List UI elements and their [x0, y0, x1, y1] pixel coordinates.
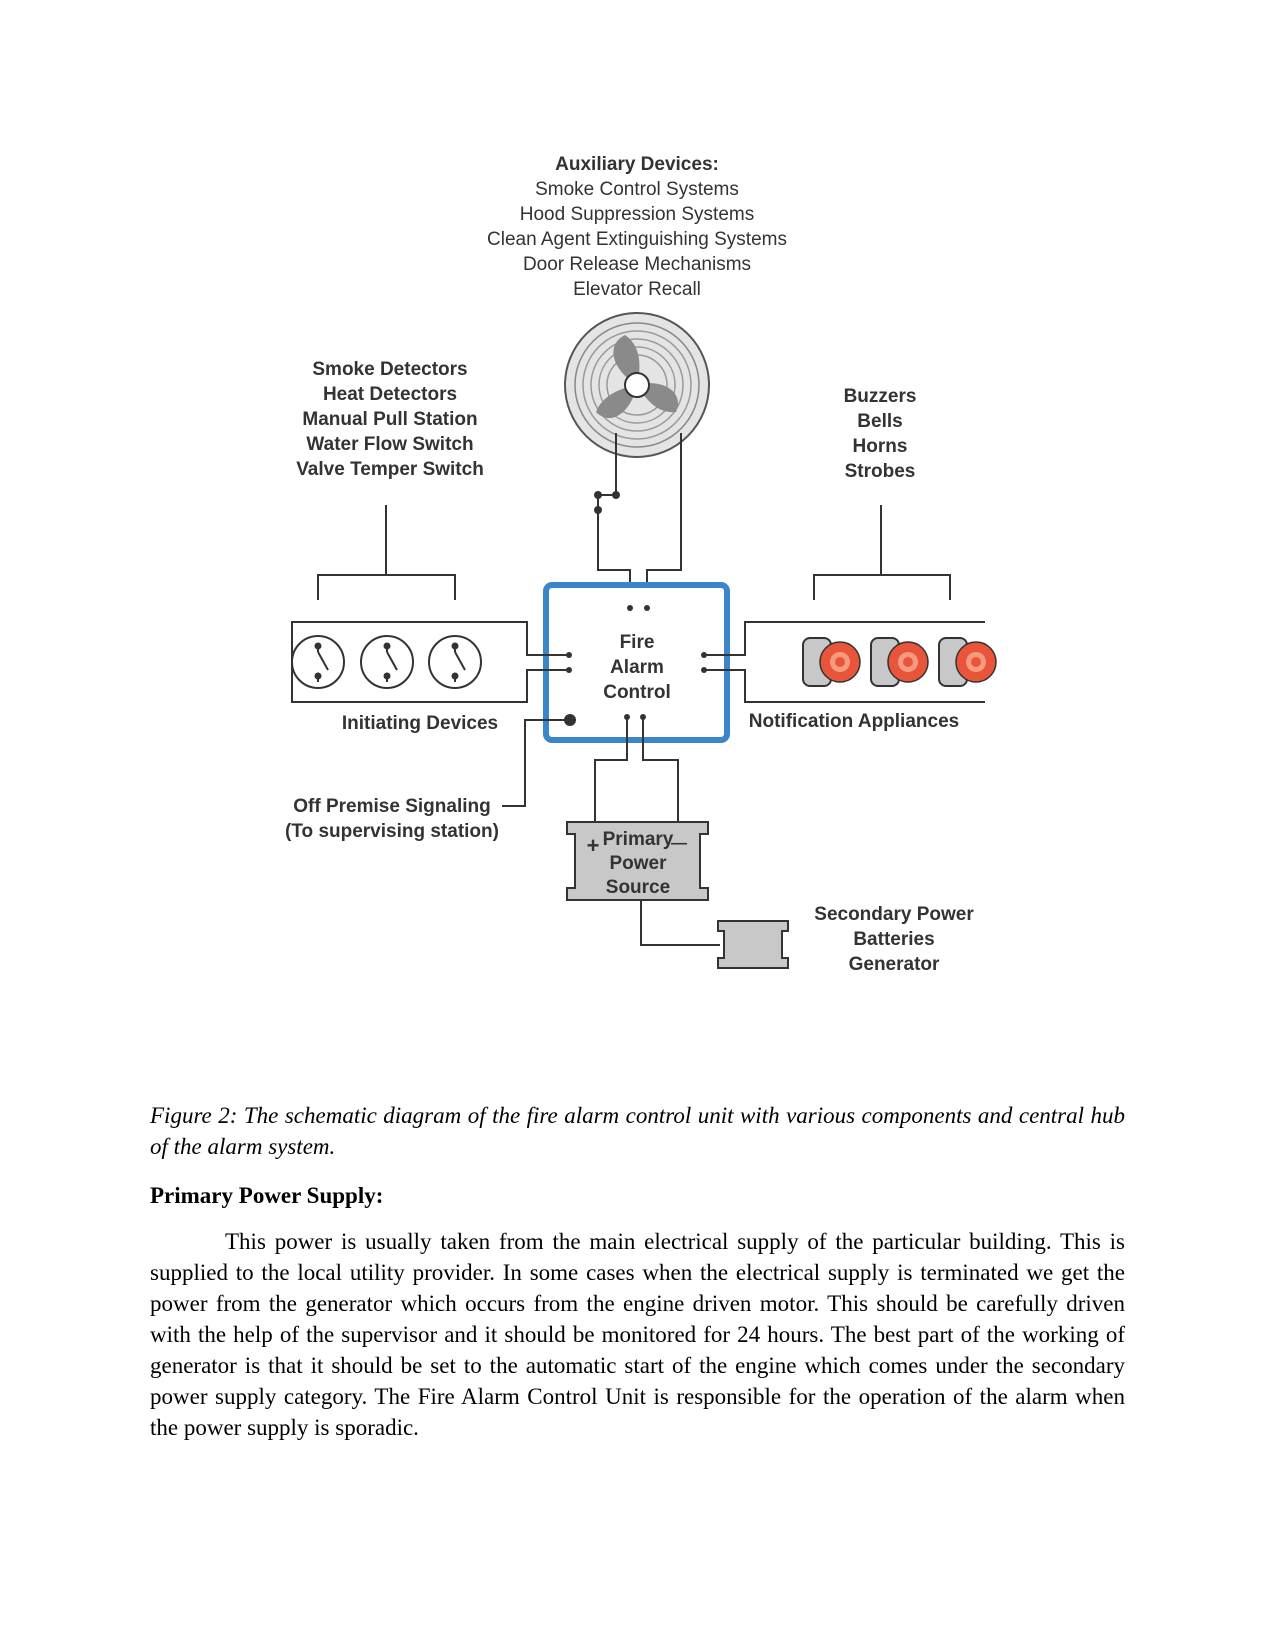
- strobe-horn-icon: [938, 637, 997, 687]
- detector-type: Manual Pull Station: [302, 409, 477, 430]
- primary-power-label-line: Power: [609, 853, 667, 874]
- auxiliary-item: Hood Suppression Systems: [520, 204, 754, 225]
- initiating-devices-label: Initiating Devices: [342, 713, 498, 734]
- initiating-device-switch-icon: [360, 635, 414, 689]
- notification-type: Bells: [857, 411, 902, 432]
- initiating-device-switch-icon: [291, 635, 345, 689]
- primary-power-source: + — Primary Power Source: [566, 821, 709, 901]
- notification-appliances-label: Notification Appliances: [749, 711, 959, 732]
- strobe-horn-icon: [802, 637, 861, 687]
- auxiliary-item: Elevator Recall: [573, 279, 701, 300]
- auxiliary-item: Smoke Control Systems: [535, 179, 739, 200]
- initiating-devices: [291, 621, 569, 703]
- initiating-device-switch-icon: [428, 635, 482, 689]
- auxiliary-item: Clean Agent Extinguishing Systems: [487, 229, 787, 250]
- plus-terminal-symbol: +: [587, 833, 600, 858]
- secondary-power-label: Secondary Power: [814, 904, 974, 925]
- primary-power-wires: [594, 717, 679, 825]
- control-label-line: Alarm: [610, 657, 664, 678]
- exhaust-fan-icon: [564, 312, 710, 458]
- secondary-power-label: Generator: [849, 954, 940, 975]
- detector-type: Valve Temper Switch: [296, 459, 484, 480]
- strobe-horn-icon: [870, 637, 929, 687]
- primary-power-label-line: Source: [606, 877, 670, 898]
- auxiliary-item: Door Release Mechanisms: [523, 254, 751, 275]
- notification-type: Strobes: [845, 461, 916, 482]
- notification-type: Buzzers: [844, 386, 917, 407]
- control-label-line: Fire: [620, 632, 655, 653]
- auxiliary-title: Auxiliary Devices:: [555, 154, 719, 175]
- primary-power-label-line: Primary: [603, 829, 674, 850]
- off-premise-label: (To supervising station): [285, 821, 499, 842]
- notification-appliances: [704, 621, 997, 703]
- fire-alarm-schematic-diagram: Auxiliary Devices: Smoke Control Systems…: [285, 154, 997, 975]
- detector-type: Smoke Detectors: [312, 359, 467, 380]
- detector-type: Heat Detectors: [323, 384, 457, 405]
- detectors-bracket: [317, 505, 456, 600]
- minus-terminal-symbol: —: [671, 835, 687, 852]
- notification-bracket: [813, 505, 951, 600]
- secondary-power-wire: [640, 900, 720, 946]
- detector-type: Water Flow Switch: [306, 434, 473, 455]
- fire-alarm-control-panel: Fire Alarm Control: [543, 582, 730, 743]
- body-paragraph: This power is usually taken from the mai…: [150, 1229, 1125, 1440]
- secondary-power-label: Batteries: [853, 929, 934, 950]
- figure-caption: Figure 2: The schematic diagram of the f…: [150, 1103, 1125, 1159]
- off-premise-label: Off Premise Signaling: [293, 796, 490, 817]
- control-label-line: Control: [603, 682, 671, 703]
- notification-type: Horns: [853, 436, 908, 457]
- section-heading: Primary Power Supply:: [150, 1183, 384, 1208]
- fan-wires: [594, 433, 682, 605]
- off-premise-wire: [502, 719, 570, 807]
- battery-icon: [717, 920, 789, 969]
